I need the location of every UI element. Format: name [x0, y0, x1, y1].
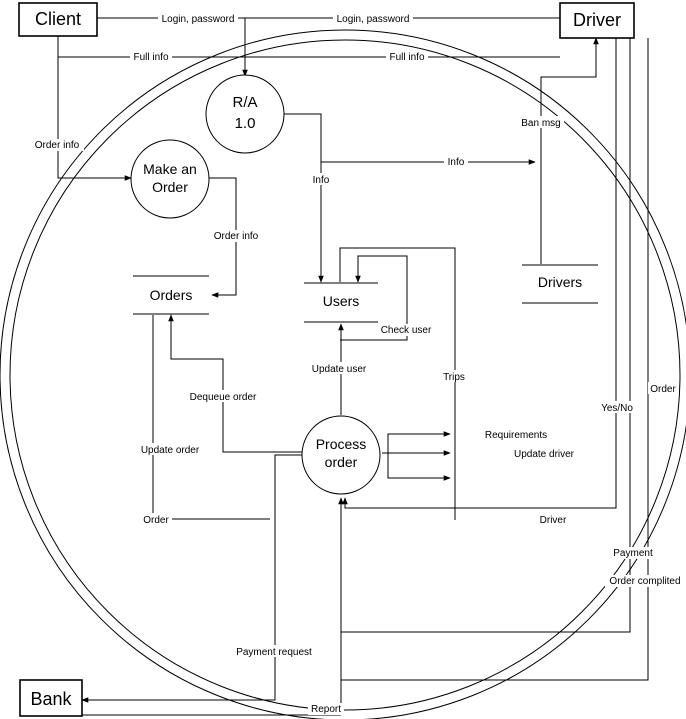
label-payment: Payment — [613, 548, 653, 559]
process-ra-label-2: 1.0 — [235, 115, 256, 132]
entity-driver-label: Driver — [573, 10, 621, 30]
label-driver: Driver — [540, 515, 567, 526]
flow-check-user — [339, 247, 456, 520]
store-drivers-label: Drivers — [538, 274, 582, 290]
entity-bank-label: Bank — [30, 689, 72, 709]
entity-driver: Driver — [559, 2, 635, 39]
process-make-order: Make an Order — [130, 139, 210, 219]
flow-order-to-driver — [387, 450, 451, 481]
label-update-order: Update order — [141, 445, 200, 456]
label-login-client: Login, password — [162, 14, 235, 25]
flow-dequeue-order — [168, 314, 303, 453]
system-boundary-inner — [9, 39, 681, 711]
store-users: Users — [304, 282, 378, 323]
label-order: Order — [143, 515, 169, 526]
process-process-order-label-1: Process — [316, 436, 367, 452]
label-dequeue-order: Dequeue order — [190, 392, 257, 403]
label-order-info-store: Order info — [214, 231, 259, 242]
label-info-users: Info — [313, 175, 330, 186]
label-login-driver: Login, password — [337, 14, 410, 25]
entity-bank: Bank — [19, 679, 83, 717]
label-info-drivers: Info — [448, 157, 465, 168]
store-orders-label: Orders — [150, 287, 193, 303]
label-yes-no: Yes/No — [601, 403, 633, 414]
label-requirements: Requirements — [485, 430, 547, 441]
flow-payment — [341, 38, 631, 633]
store-orders: Orders — [133, 275, 209, 315]
label-full-info-driver: Full info — [389, 52, 424, 63]
flow-requirements — [387, 431, 451, 450]
system-boundary-outer — [0, 29, 686, 719]
store-users-label: Users — [323, 293, 360, 309]
flow-yes-no — [342, 38, 617, 509]
label-update-driver: Update driver — [514, 449, 575, 460]
store-drivers: Drivers — [522, 264, 598, 304]
label-ban-msg: Ban msg — [521, 118, 560, 129]
label-report: Report — [311, 704, 341, 715]
label-check-user: Check user — [381, 325, 432, 336]
label-trips: Trips — [443, 372, 465, 383]
process-ra: R/A 1.0 — [205, 74, 285, 154]
process-ra-label-1: R/A — [232, 94, 257, 111]
flow-ra-users — [284, 113, 324, 283]
label-full-info-client: Full info — [133, 52, 168, 63]
label-order-completed: Order complited — [609, 576, 680, 587]
entity-client-label: Client — [35, 9, 81, 29]
label-order-to-driver: Order — [650, 384, 676, 395]
flow-client-login — [97, 17, 248, 77]
flow-order-completed — [341, 38, 649, 681]
flow-payment-request — [81, 454, 303, 703]
flow-ban-msg — [540, 37, 599, 264]
label-order-info-client: Order info — [35, 140, 80, 151]
label-update-user: Update user — [312, 364, 367, 375]
process-process-order-label-2: order — [325, 454, 358, 470]
process-process-order: Process order — [301, 415, 381, 495]
flow-order-info-client — [57, 36, 132, 181]
entity-client: Client — [18, 2, 98, 37]
flow-labels: Login, password Login, password Full inf… — [30, 12, 685, 715]
process-make-order-label-2: Order — [152, 179, 188, 195]
flow-check-user-loop — [340, 255, 408, 341]
process-make-order-label-1: Make an — [143, 161, 197, 177]
label-payment-request: Payment request — [236, 647, 312, 658]
